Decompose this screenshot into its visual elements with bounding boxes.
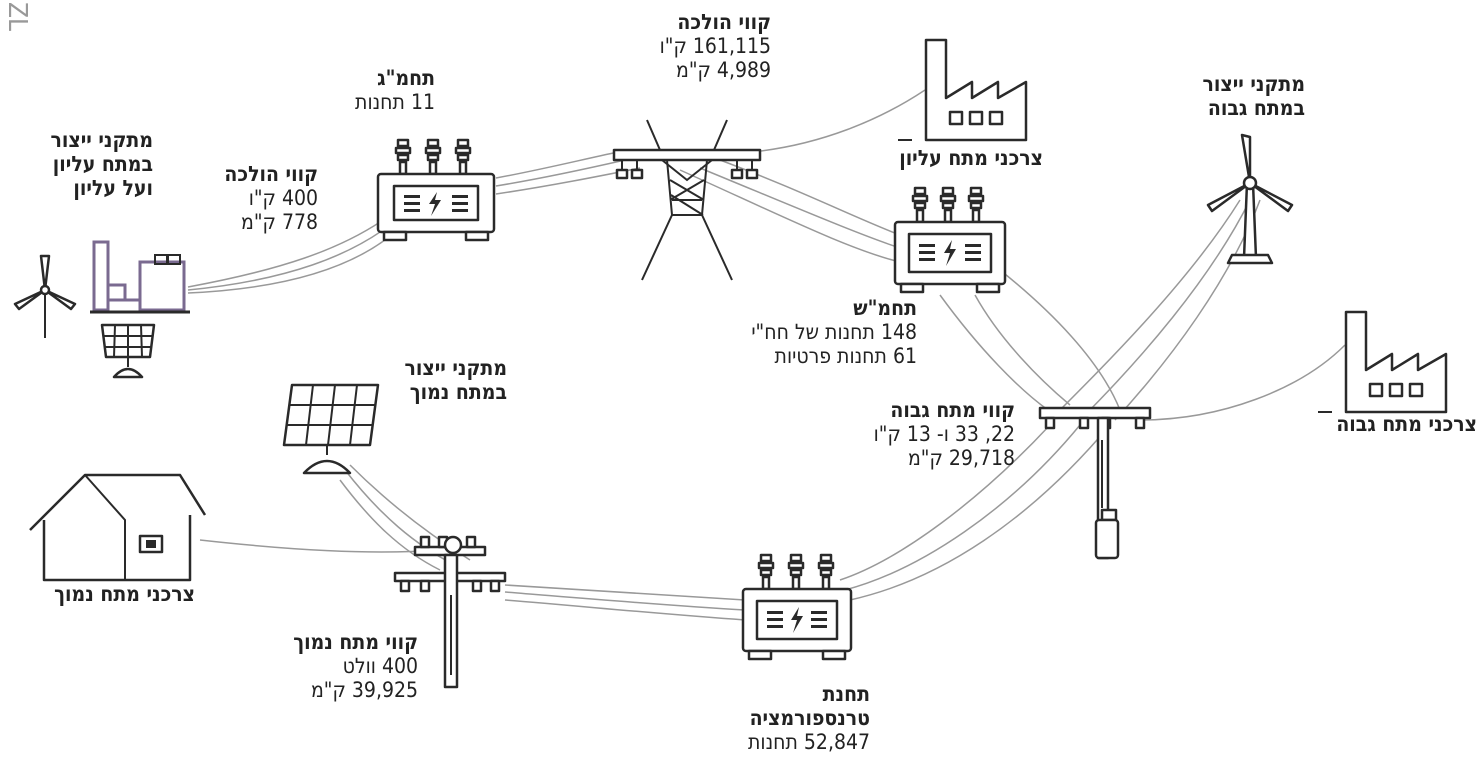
label-title-line: במתח נמוך [409,380,507,404]
label-gen-high: מתקני ייצור במתח גבוה [1203,72,1306,120]
label-line: 400 ק"ו [248,186,318,210]
wind-turbine-icon [13,254,77,338]
label-title: צרכני מתח גבוה [1336,412,1477,436]
label-tahmag: תחמ"ג 11 תחנות [355,66,435,114]
label-title-line: ועל עליון [73,176,153,200]
label-title: קווי הולכה [224,162,318,186]
label-title: תחמ"ש [853,296,917,320]
transformer-icon [741,553,853,661]
transformer-icon [893,186,1007,294]
label-title: צרכני מתח נמוך [54,582,195,606]
label-title: צרכני מתח עליון [899,146,1043,170]
label-gen-low: מתקני ייצור במתח נמוך [405,356,508,404]
label-line: 778 ק"מ [241,210,318,234]
transformer-icon [376,138,496,242]
wire [844,424,1081,591]
wires [187,89,1346,621]
label-line: 61 תחנות פרטיות [774,344,917,368]
label-cons-high: צרכני מתח גבוה [1336,412,1477,436]
wire [751,89,926,153]
label-title: קווי מתח גבוה [890,398,1015,422]
wire [187,217,387,288]
label-title-line: במתח גבוה [1207,96,1305,120]
corner-mark: ZL [2,2,32,32]
wire [495,151,619,179]
utility-pole-icon [393,535,507,689]
distribution-pole-icon [1038,406,1152,560]
wire [1079,199,1251,421]
wire [939,294,1049,411]
label-title-line: במתח עליון [52,152,153,176]
factory-icon [898,38,1028,142]
label-line: 22, 33 ו- 13 ק"ו [873,422,1015,446]
label-title-line: טרנספורמציה [749,706,870,730]
label-hv-lines: קווי מתח גבוה 22, 33 ו- 13 ק"ו 29,718 ק"… [874,398,1015,470]
label-title: תחמ"ג [377,66,435,90]
wire [679,169,901,263]
label-tl-161: קווי הולכה 161,115 ק"ו 4,989 ק"מ [660,10,771,82]
transmission-tower-icon [612,119,762,281]
wire [1049,199,1241,421]
wire [974,294,1071,406]
solar-panel-icon [282,383,380,475]
label-line: 161,115 ק"ו [659,34,771,58]
power-plant-icon [90,240,190,314]
wire [1114,199,1261,421]
label-line: 39,925 ק"מ [310,678,418,702]
label-line: 11 תחנות [355,90,435,114]
label-line: 4,989 ק"מ [676,58,771,82]
label-cons-extra-high: צרכני מתח עליון [899,146,1043,170]
label-lv-lines: קווי מתח נמוך 400 וולט 39,925 ק"מ [293,630,418,702]
wire [699,167,901,249]
house-icon [29,473,207,582]
wire [999,269,1121,411]
wire [849,424,1111,601]
wire [504,584,746,601]
wind-turbine-icon [1206,133,1294,265]
label-title: קווי מתח נמוך [293,630,418,654]
label-cons-low: צרכני מתח נמוך [54,582,195,606]
factory-icon [1318,310,1448,414]
label-title-line: מתקני ייצור [50,128,154,152]
wire [199,539,441,553]
label-line: 148 תחנות של חח"י [751,320,917,344]
label-tahmash: תחמ"ש 148 תחנות של חח"י 61 תחנות פרטיות [751,296,917,368]
wire [839,424,1051,581]
label-tl-400: קווי הולכה 400 ק"ו 778 ק"מ [224,162,318,234]
label-title-line: מתקני ייצור [404,356,508,380]
label-title-line: מתקני ייצור [1202,72,1306,96]
wire [495,159,626,187]
label-gen-extra-high: מתקני ייצור במתח עליון ועל עליון [51,128,154,200]
wire [504,591,746,611]
wire [187,224,391,291]
wire [187,231,396,294]
label-title-line: תחנת [822,682,870,706]
wire [504,599,746,621]
label-transformation: תחנת טרנספורמציה 52,847 תחנות [748,682,870,754]
wire [339,479,441,571]
wire [1139,344,1346,421]
label-line: 29,718 ק"מ [907,446,1015,470]
wire [344,469,456,566]
solar-panel-icon [100,323,156,379]
label-line: 400 וולט [342,654,418,678]
label-title: קווי הולכה [677,10,771,34]
label-line: 52,847 תחנות [748,730,870,754]
